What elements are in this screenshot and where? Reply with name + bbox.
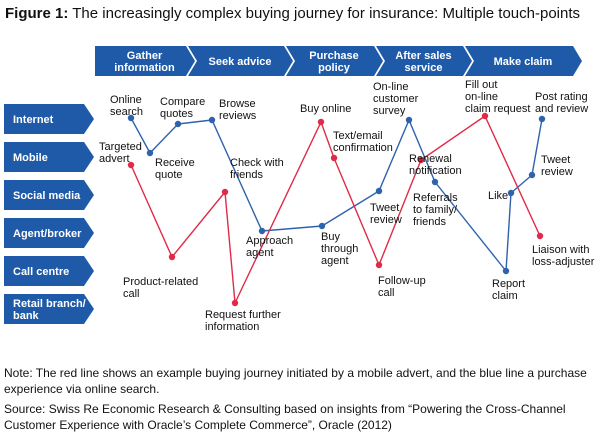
red-touchpoint-marker: [481, 112, 489, 120]
blue-touchpoint-marker: [528, 171, 536, 179]
blue-touchpoint-marker: [258, 227, 266, 235]
blue-touchpoint-marker: [405, 116, 413, 124]
channel-label: Internet: [13, 114, 54, 126]
figure-label: Figure 1:: [5, 5, 69, 22]
red-touchpoint-marker: [317, 118, 325, 126]
channel-chevron: [4, 218, 94, 248]
red-touchpoint-label: Buy online: [300, 103, 351, 115]
channel-chevron: [4, 180, 94, 210]
red-touchpoint-marker: [417, 156, 425, 164]
stage-label: Make claim: [494, 56, 553, 68]
stage-chevron: [376, 46, 472, 76]
blue-touchpoint-marker: [208, 116, 216, 124]
blue-touchpoint-marker: [127, 114, 135, 122]
red-journey-line: [130, 115, 541, 304]
stage-chevron: [95, 46, 195, 76]
stage-chevron: [286, 46, 383, 76]
channel-label: Retail branch/bank: [13, 298, 86, 322]
stage-chevron: [188, 46, 293, 76]
channel-label: Agent/broker: [13, 228, 82, 240]
blue-touchpoint-marker: [318, 222, 326, 230]
blue-touchpoint-marker: [431, 178, 439, 186]
blue-touchpoint-marker: [146, 149, 154, 157]
blue-touchpoint-marker: [502, 267, 510, 275]
blue-touchpoint-marker: [375, 187, 383, 195]
channel-chevron: [4, 104, 94, 134]
red-touchpoint-marker: [375, 261, 383, 269]
figure-note: Note: The red line shows an example buyi…: [4, 366, 587, 396]
figure-source: Source: Swiss Re Economic Research & Con…: [4, 402, 566, 432]
red-touchpoint-marker: [127, 161, 135, 169]
channel-label: Mobile: [13, 152, 48, 164]
red-touchpoint-marker: [330, 154, 338, 162]
stage-chevron: [465, 46, 582, 76]
blue-touchpoint-marker: [174, 120, 182, 128]
channel-chevron: [4, 294, 94, 324]
channel-chevron: [4, 256, 94, 286]
blue-touchpoint-marker: [538, 115, 546, 123]
blue-touchpoint-marker: [507, 189, 515, 197]
red-touchpoint-marker: [231, 299, 239, 307]
channel-label: Call centre: [13, 266, 69, 278]
figure-title-text: The increasingly complex buying journey …: [72, 5, 581, 22]
stage-label: Seek advice: [209, 56, 272, 68]
red-touchpoint-marker: [168, 253, 176, 261]
channel-chevron: [4, 142, 94, 172]
red-touchpoint-marker: [536, 232, 544, 240]
channel-label: Social media: [13, 190, 81, 202]
red-touchpoint-marker: [221, 188, 229, 196]
blue-touchpoint-label: Like: [488, 190, 508, 202]
figure-title: Figure 1: The increasingly complex buyin…: [5, 4, 590, 23]
